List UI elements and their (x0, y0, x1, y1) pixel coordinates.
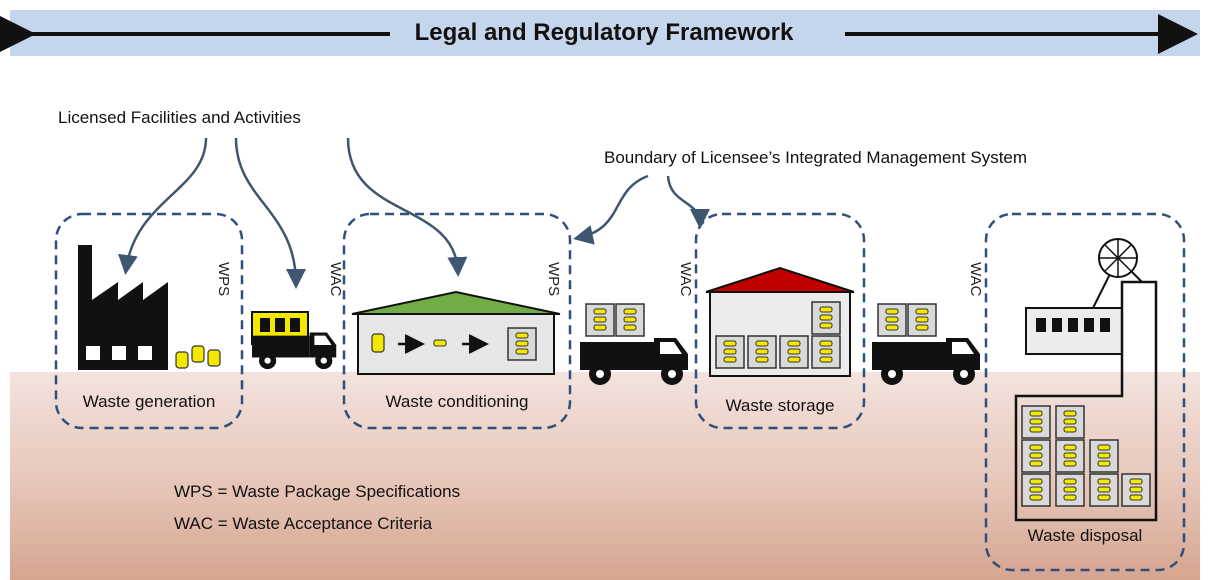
stage-label-storage: Waste storage (725, 396, 835, 415)
banner-title: Legal and Regulatory Framework (0, 10, 1208, 56)
boundary-label: Boundary of Licensee’s Integrated Manage… (604, 148, 1028, 167)
wac-tag-conditioning: WAC (327, 262, 344, 297)
factory-icon (78, 245, 168, 370)
banner-title-text: Legal and Regulatory Framework (390, 19, 818, 46)
conditioning-boundary (342, 212, 572, 430)
ground-layer (10, 372, 1200, 580)
generation-boundary (54, 212, 244, 430)
disposal-boundary (984, 212, 1186, 572)
stage-label-conditioning: Waste conditioning (385, 392, 529, 411)
licensed-facilities-label: Licensed Facilities and Activities (58, 108, 301, 127)
wac-tag-storage: WAC (677, 262, 694, 297)
conditioning-building-icon (351, 290, 561, 375)
legend-wps: WPS = Waste Package Specifications (174, 482, 461, 501)
licensed-arrow-3 (346, 137, 468, 277)
licensed-arrow-1 (118, 137, 208, 275)
storage-building-icon (705, 266, 855, 377)
wps-tag-generation: WPS (215, 262, 232, 297)
truck-packages-icon-2 (872, 303, 980, 385)
stage-label-generation: Waste generation (82, 392, 216, 411)
boundary-arrow-1 (573, 174, 649, 245)
wac-tag-disposal: WAC (967, 262, 984, 297)
waste-drums-icon (175, 345, 221, 369)
disposal-facility-icon (1014, 238, 1158, 522)
boundary-arrow-2 (666, 175, 710, 229)
truck-drums-icon (251, 311, 337, 370)
wps-tag-conditioning: WPS (545, 262, 562, 297)
truck-packages-icon-1 (580, 303, 688, 385)
stage-label-disposal: Waste disposal (1027, 526, 1143, 545)
legend-wac: WAC = Waste Acceptance Criteria (174, 514, 433, 533)
licensed-arrow-2 (234, 137, 306, 289)
